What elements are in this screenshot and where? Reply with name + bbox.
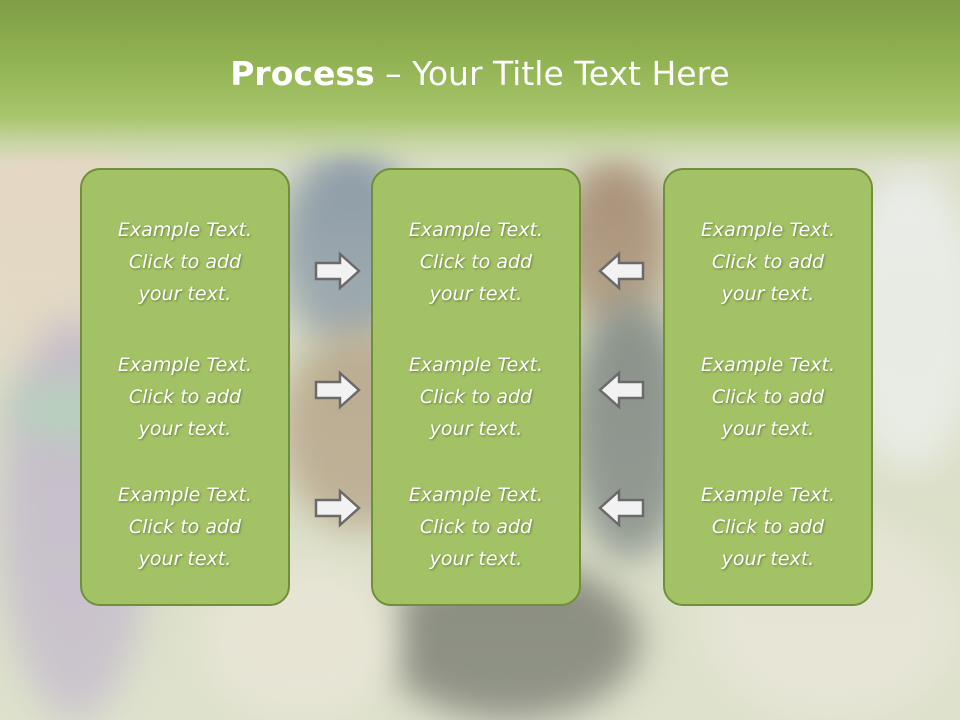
text-line: Click to add <box>128 251 242 273</box>
text-item[interactable]: Example Text. Click to add your text. <box>665 479 871 575</box>
text-line: your text. <box>721 418 815 440</box>
right-arrow-icon <box>314 251 361 291</box>
text-item[interactable]: Example Text. Click to add your text. <box>373 214 579 310</box>
text-line: your text. <box>138 418 232 440</box>
right-arrow-icon <box>314 370 361 410</box>
text-line: Example Text. <box>408 354 544 376</box>
text-item[interactable]: Example Text. Click to add your text. <box>665 214 871 310</box>
text-line: Example Text. <box>700 219 836 241</box>
left-arrow-icon <box>598 488 645 528</box>
text-line: Click to add <box>711 516 825 538</box>
text-line: Click to add <box>419 386 533 408</box>
right-arrow-icon <box>314 488 361 528</box>
process-box-left[interactable]: Example Text. Click to add your text. Ex… <box>80 168 290 606</box>
text-line: Example Text. <box>117 484 253 506</box>
text-item[interactable]: Example Text. Click to add your text. <box>373 479 579 575</box>
left-arrow-icon <box>598 251 645 291</box>
text-line: your text. <box>429 548 523 570</box>
process-box-middle[interactable]: Example Text. Click to add your text. Ex… <box>371 168 581 606</box>
process-box-right[interactable]: Example Text. Click to add your text. Ex… <box>663 168 873 606</box>
text-line: Click to add <box>128 516 242 538</box>
text-line: your text. <box>721 548 815 570</box>
text-item[interactable]: Example Text. Click to add your text. <box>373 349 579 445</box>
text-line: your text. <box>721 283 815 305</box>
text-line: Example Text. <box>408 219 544 241</box>
text-item[interactable]: Example Text. Click to add your text. <box>82 479 288 575</box>
text-line: Example Text. <box>700 484 836 506</box>
text-line: your text. <box>429 283 523 305</box>
text-line: Click to add <box>128 386 242 408</box>
slide-title[interactable]: Process – Your Title Text Here <box>0 52 960 96</box>
title-rest: – Your Title Text Here <box>374 54 730 93</box>
text-line: your text. <box>138 283 232 305</box>
text-line: your text. <box>429 418 523 440</box>
text-line: Example Text. <box>117 354 253 376</box>
text-line: Example Text. <box>117 219 253 241</box>
text-line: Click to add <box>419 251 533 273</box>
text-line: your text. <box>138 548 232 570</box>
text-item[interactable]: Example Text. Click to add your text. <box>82 349 288 445</box>
text-line: Example Text. <box>408 484 544 506</box>
text-line: Click to add <box>711 251 825 273</box>
text-line: Click to add <box>419 516 533 538</box>
header-band <box>0 0 960 165</box>
title-bold: Process <box>230 54 375 93</box>
text-item[interactable]: Example Text. Click to add your text. <box>665 349 871 445</box>
text-line: Click to add <box>711 386 825 408</box>
text-item[interactable]: Example Text. Click to add your text. <box>82 214 288 310</box>
text-line: Example Text. <box>700 354 836 376</box>
left-arrow-icon <box>598 370 645 410</box>
